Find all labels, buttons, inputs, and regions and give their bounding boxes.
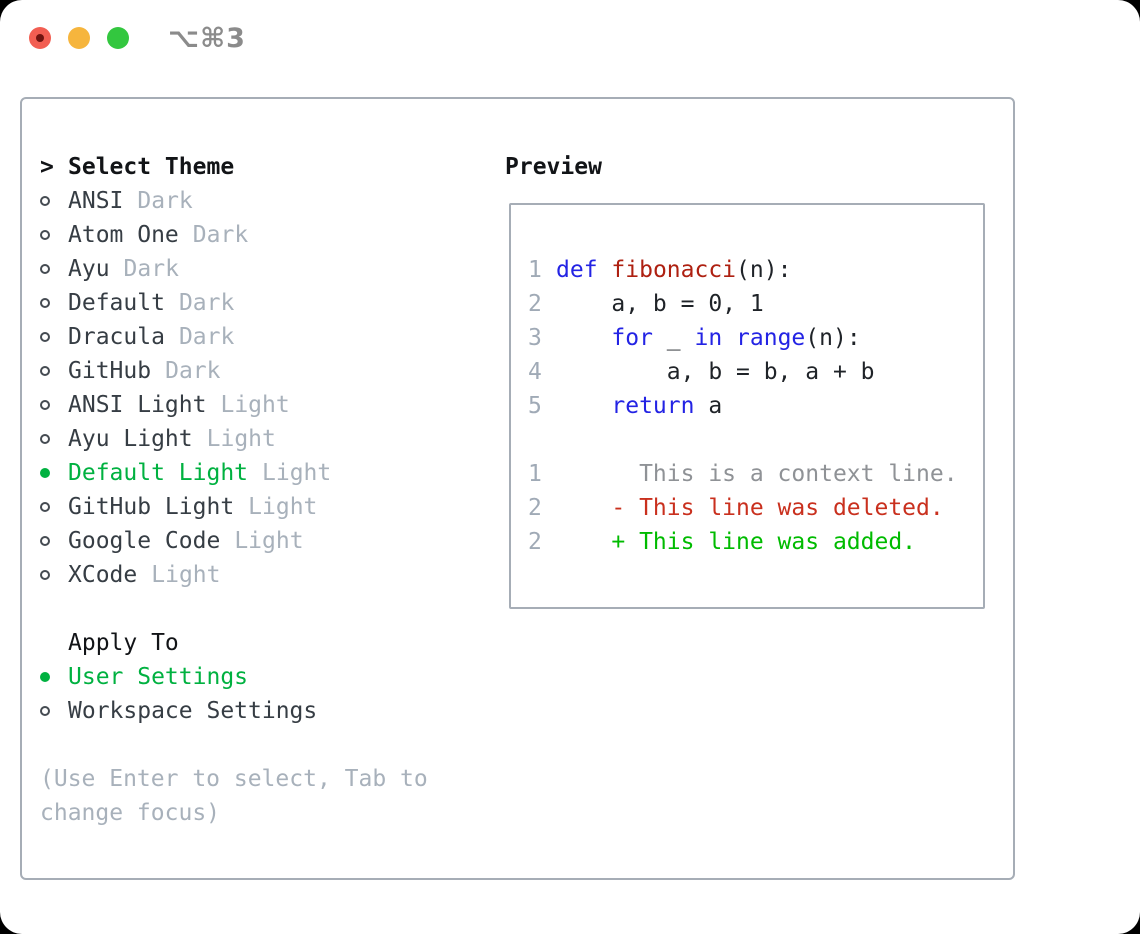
theme-option-label: Default Light <box>68 460 249 486</box>
theme-option-label: Dracula <box>68 324 165 350</box>
theme-variant-label: Dark <box>123 256 179 282</box>
theme-option-label: GitHub <box>68 358 152 384</box>
window-shortcut-title: ⌥⌘3 <box>168 22 246 54</box>
apply-option-user-settings[interactable]: User Settings <box>40 660 505 694</box>
code-line: 2 a, b = 0, 1 <box>528 291 764 317</box>
theme-variant-label: Light <box>234 528 304 554</box>
radio-icon <box>40 400 50 410</box>
theme-variant-label: Dark <box>137 188 193 214</box>
code-line: 5 return a <box>528 393 723 419</box>
theme-variant-label: Light <box>262 460 332 486</box>
theme-option-ayu-light-light[interactable]: Ayu Light Light <box>40 422 505 456</box>
theme-option-label: Default <box>68 290 165 316</box>
radio-icon <box>40 196 50 206</box>
radio-icon <box>40 230 50 240</box>
diff-sample: 1 This is a context line. 2 - This line w… <box>528 457 983 559</box>
radio-icon <box>40 536 50 546</box>
theme-option-label: Google Code <box>68 528 221 554</box>
radio-icon <box>40 366 50 376</box>
theme-option-github-light-light[interactable]: GitHub Light Light <box>40 490 505 524</box>
apply-option-workspace-settings[interactable]: Workspace Settings <box>40 694 505 728</box>
theme-option-xcode-light[interactable]: XCode Light <box>40 558 505 592</box>
line-number: 3 <box>528 325 542 351</box>
code-line: 4 a, b = b, a + b <box>528 359 875 385</box>
select-theme-header-row: > Select Theme <box>40 150 505 184</box>
theme-option-label: ANSI Light <box>68 392 207 418</box>
diff-line: 1 This is a context line. <box>528 461 958 487</box>
theme-option-github-dark[interactable]: GitHub Dark <box>40 354 505 388</box>
prompt-icon: > <box>40 154 68 180</box>
minimize-button[interactable] <box>68 27 90 49</box>
radio-icon <box>40 502 50 512</box>
select-theme-header: Select Theme <box>68 154 235 180</box>
line-number: 4 <box>528 359 542 385</box>
theme-variant-label: Dark <box>178 290 235 316</box>
radio-icon <box>40 298 50 308</box>
radio-icon <box>40 706 50 716</box>
line-number: 1 <box>528 461 542 487</box>
radio-icon <box>40 332 50 342</box>
theme-option-atom-one-dark[interactable]: Atom One Dark <box>40 218 505 252</box>
apply-option-label: User Settings <box>68 664 249 690</box>
titlebar: ⌥⌘3 <box>0 0 1140 76</box>
radio-icon <box>40 434 50 444</box>
theme-option-label: Ayu Light <box>68 426 193 452</box>
diff-line: 2 + This line was added. <box>528 529 917 555</box>
line-number: 2 <box>528 291 542 317</box>
theme-variant-label: Light <box>206 426 276 452</box>
theme-option-default-light-light[interactable]: Default Light Light <box>40 456 505 490</box>
radio-icon <box>40 570 50 580</box>
theme-variant-label: Light <box>220 392 290 418</box>
theme-option-dracula-dark[interactable]: Dracula Dark <box>40 320 505 354</box>
code-line: 3 for _ in range(n): <box>528 325 861 351</box>
theme-variant-label: Light <box>151 562 221 588</box>
theme-option-ansi-dark[interactable]: ANSI Dark <box>40 184 505 218</box>
radio-selected-icon <box>40 672 50 682</box>
line-number: 2 <box>528 495 542 521</box>
theme-option-label: ANSI <box>68 188 124 214</box>
theme-option-label: XCode <box>68 562 138 588</box>
theme-variant-label: Light <box>248 494 318 520</box>
close-button[interactable] <box>29 27 51 49</box>
theme-variant-label: Dark <box>165 358 221 384</box>
theme-option-google-code-light[interactable]: Google Code Light <box>40 524 505 558</box>
theme-option-label: Ayu <box>68 256 110 282</box>
blank-line <box>528 423 983 457</box>
theme-option-label: Atom One <box>68 222 179 248</box>
help-text: (Use Enter to select, Tab to change focu… <box>40 766 428 826</box>
preview-header: Preview <box>505 154 602 180</box>
radio-selected-icon <box>40 468 50 478</box>
theme-variant-label: Dark <box>192 222 249 248</box>
theme-option-ayu-dark[interactable]: Ayu Dark <box>40 252 505 286</box>
maximize-button[interactable] <box>107 27 129 49</box>
line-number: 1 <box>528 257 542 283</box>
diff-line: 2 - This line was deleted. <box>528 495 944 521</box>
apply-to-header: Apply To <box>68 630 179 656</box>
theme-option-ansi-light-light[interactable]: ANSI Light Light <box>40 388 505 422</box>
line-number: 2 <box>528 529 542 555</box>
apply-option-label: Workspace Settings <box>68 698 318 724</box>
theme-option-label: GitHub Light <box>68 494 235 520</box>
theme-variant-label: Dark <box>178 324 235 350</box>
line-number: 5 <box>528 393 542 419</box>
radio-icon <box>40 264 50 274</box>
theme-option-default-dark[interactable]: Default Dark <box>40 286 505 320</box>
apply-to-header-row: Apply To <box>40 626 505 660</box>
